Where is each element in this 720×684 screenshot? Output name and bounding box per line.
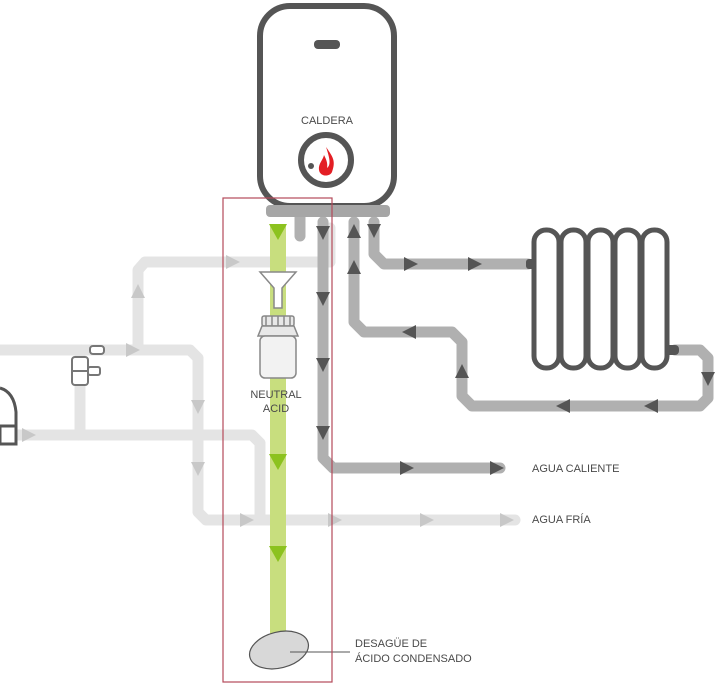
cold-arrow-up	[131, 284, 145, 298]
cold-arrow-right-5	[420, 513, 434, 527]
heat-arrow-right-hot	[400, 461, 414, 475]
cold-arrow-right-3	[240, 513, 254, 527]
heating-arrows	[316, 224, 715, 475]
flame-icon	[318, 147, 334, 176]
valve-icon	[71, 345, 105, 386]
heat-arrow-right-supply-1	[404, 257, 418, 271]
hot-water-pipe	[317, 216, 506, 474]
heat-arrow-up-return-1	[347, 224, 361, 238]
neutralizer-label-line2: ACID	[263, 403, 289, 415]
neutralizer-label-line1: NEUTRAL	[250, 389, 301, 401]
drain-label-line1: DESAGÜE DE	[355, 638, 427, 650]
cold-arrow-right-1	[226, 255, 240, 269]
heat-arrow-up-return-3	[455, 364, 469, 378]
heat-arrow-down-1	[316, 226, 330, 240]
cold-arrows	[22, 255, 514, 527]
heat-arrow-left-return-1	[402, 325, 416, 339]
cold-arrow-down-2	[191, 462, 205, 476]
cold-arrow-right-7	[22, 428, 36, 442]
cold-low-pipe	[0, 429, 266, 526]
cold-arrow-down-1	[191, 400, 205, 414]
heat-arrow-down-2	[316, 292, 330, 306]
funnel-icon	[258, 271, 298, 309]
heat-arrow-left-return-2	[556, 399, 570, 413]
condensate-highlight-frame	[222, 197, 333, 683]
radiator-supply-pipe	[368, 216, 534, 270]
condensate-arrow-1	[269, 224, 287, 240]
heat-arrow-down-return	[701, 372, 715, 386]
heat-arrow-left-return-3	[644, 399, 658, 413]
neutralizer-icon	[256, 315, 300, 379]
cold-arrow-right-6	[500, 513, 514, 527]
hot-water-label: AGUA CALIENTE	[532, 463, 619, 475]
cold-supply-pipe	[0, 222, 336, 356]
heat-arrow-down-3	[316, 358, 330, 372]
drain-label-line2: ÁCIDO CONDENSADO	[355, 652, 472, 665]
heat-arrow-up-return-2	[347, 260, 361, 274]
boiler-icon	[257, 3, 397, 217]
heat-arrow-right-supply-2	[468, 257, 482, 271]
condensate-arrow-3	[269, 546, 287, 562]
heat-arrow-right-hot-2	[490, 461, 504, 475]
radiator-return-pipe	[348, 216, 714, 412]
heat-arrow-down-supply	[367, 224, 381, 238]
heat-arrow-down-4	[316, 426, 330, 440]
heating-pipes	[294, 208, 714, 474]
condensate-arrow-2	[269, 454, 287, 470]
cold-arrow-right-2	[126, 343, 140, 357]
radiator-icon	[526, 227, 679, 371]
boiler-label: CALDERA	[301, 115, 354, 127]
drain-icon	[248, 630, 310, 670]
water-heater-icon	[0, 386, 18, 446]
cold-water-label: AGUA FRÍA	[532, 513, 591, 526]
